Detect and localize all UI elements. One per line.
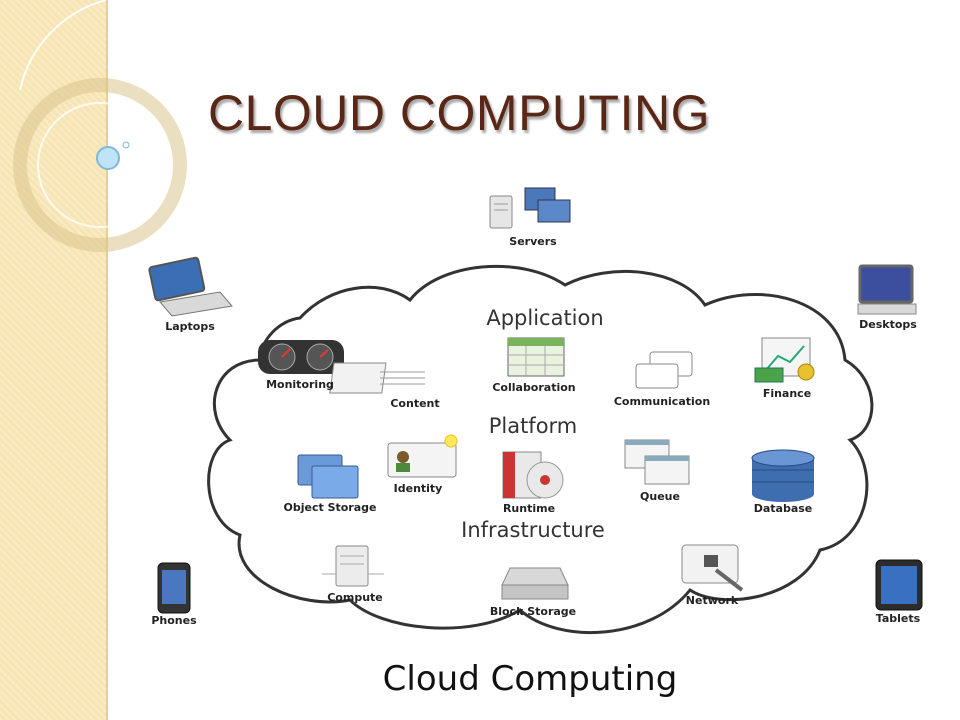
queue-windows-icon bbox=[624, 439, 690, 485]
monitoring-label: Monitoring bbox=[266, 378, 334, 391]
collaboration-calendar-icon bbox=[507, 337, 565, 377]
finance-label: Finance bbox=[763, 387, 811, 400]
tier-application-label: Application bbox=[486, 306, 603, 330]
runtime-label: Runtime bbox=[503, 502, 555, 515]
desktops-label: Desktops bbox=[859, 318, 917, 331]
runtime-disc-icon bbox=[502, 451, 564, 499]
decorative-circles bbox=[13, 0, 187, 252]
cloud-shape bbox=[207, 264, 874, 634]
collaboration-label: Collaboration bbox=[492, 381, 575, 394]
slide-title: CLOUD COMPUTING bbox=[208, 85, 710, 141]
compute-label: Compute bbox=[327, 591, 383, 604]
tier-infrastructure-label: Infrastructure bbox=[461, 518, 605, 542]
object-storage-folders-icon bbox=[297, 454, 359, 499]
identity-card-icon bbox=[387, 434, 458, 478]
database-label: Database bbox=[754, 502, 813, 515]
phone-icon bbox=[157, 562, 191, 614]
network-label: Network bbox=[686, 594, 739, 607]
servers-label: Servers bbox=[509, 235, 557, 248]
compute-server-icon bbox=[322, 545, 384, 587]
monitoring-gauge-icon bbox=[258, 340, 344, 374]
object-storage-label: Object Storage bbox=[284, 501, 377, 514]
diagram-caption: Cloud Computing bbox=[383, 659, 678, 699]
tier-platform-label: Platform bbox=[489, 414, 578, 438]
side-decoration-band bbox=[0, 0, 106, 720]
content-label: Content bbox=[390, 397, 439, 410]
database-icon bbox=[751, 449, 815, 502]
servers-icon bbox=[489, 187, 571, 229]
communication-bubbles-icon bbox=[635, 351, 693, 389]
laptops-label: Laptops bbox=[165, 320, 215, 333]
desktop-icon bbox=[857, 264, 917, 315]
tablets-label: Tablets bbox=[876, 612, 921, 625]
finance-chart-icon bbox=[754, 337, 815, 383]
side-band-edge bbox=[106, 0, 108, 720]
block-storage-label: Block Storage bbox=[490, 605, 576, 618]
block-storage-drive-icon bbox=[501, 567, 569, 600]
phones-label: Phones bbox=[151, 614, 197, 627]
laptop-icon bbox=[148, 256, 233, 317]
identity-label: Identity bbox=[394, 482, 443, 495]
tablet-icon bbox=[875, 559, 923, 611]
queue-label: Queue bbox=[640, 490, 680, 503]
communication-label: Communication bbox=[614, 395, 710, 408]
content-newspaper-icon bbox=[329, 362, 425, 394]
network-port-icon bbox=[681, 544, 744, 592]
